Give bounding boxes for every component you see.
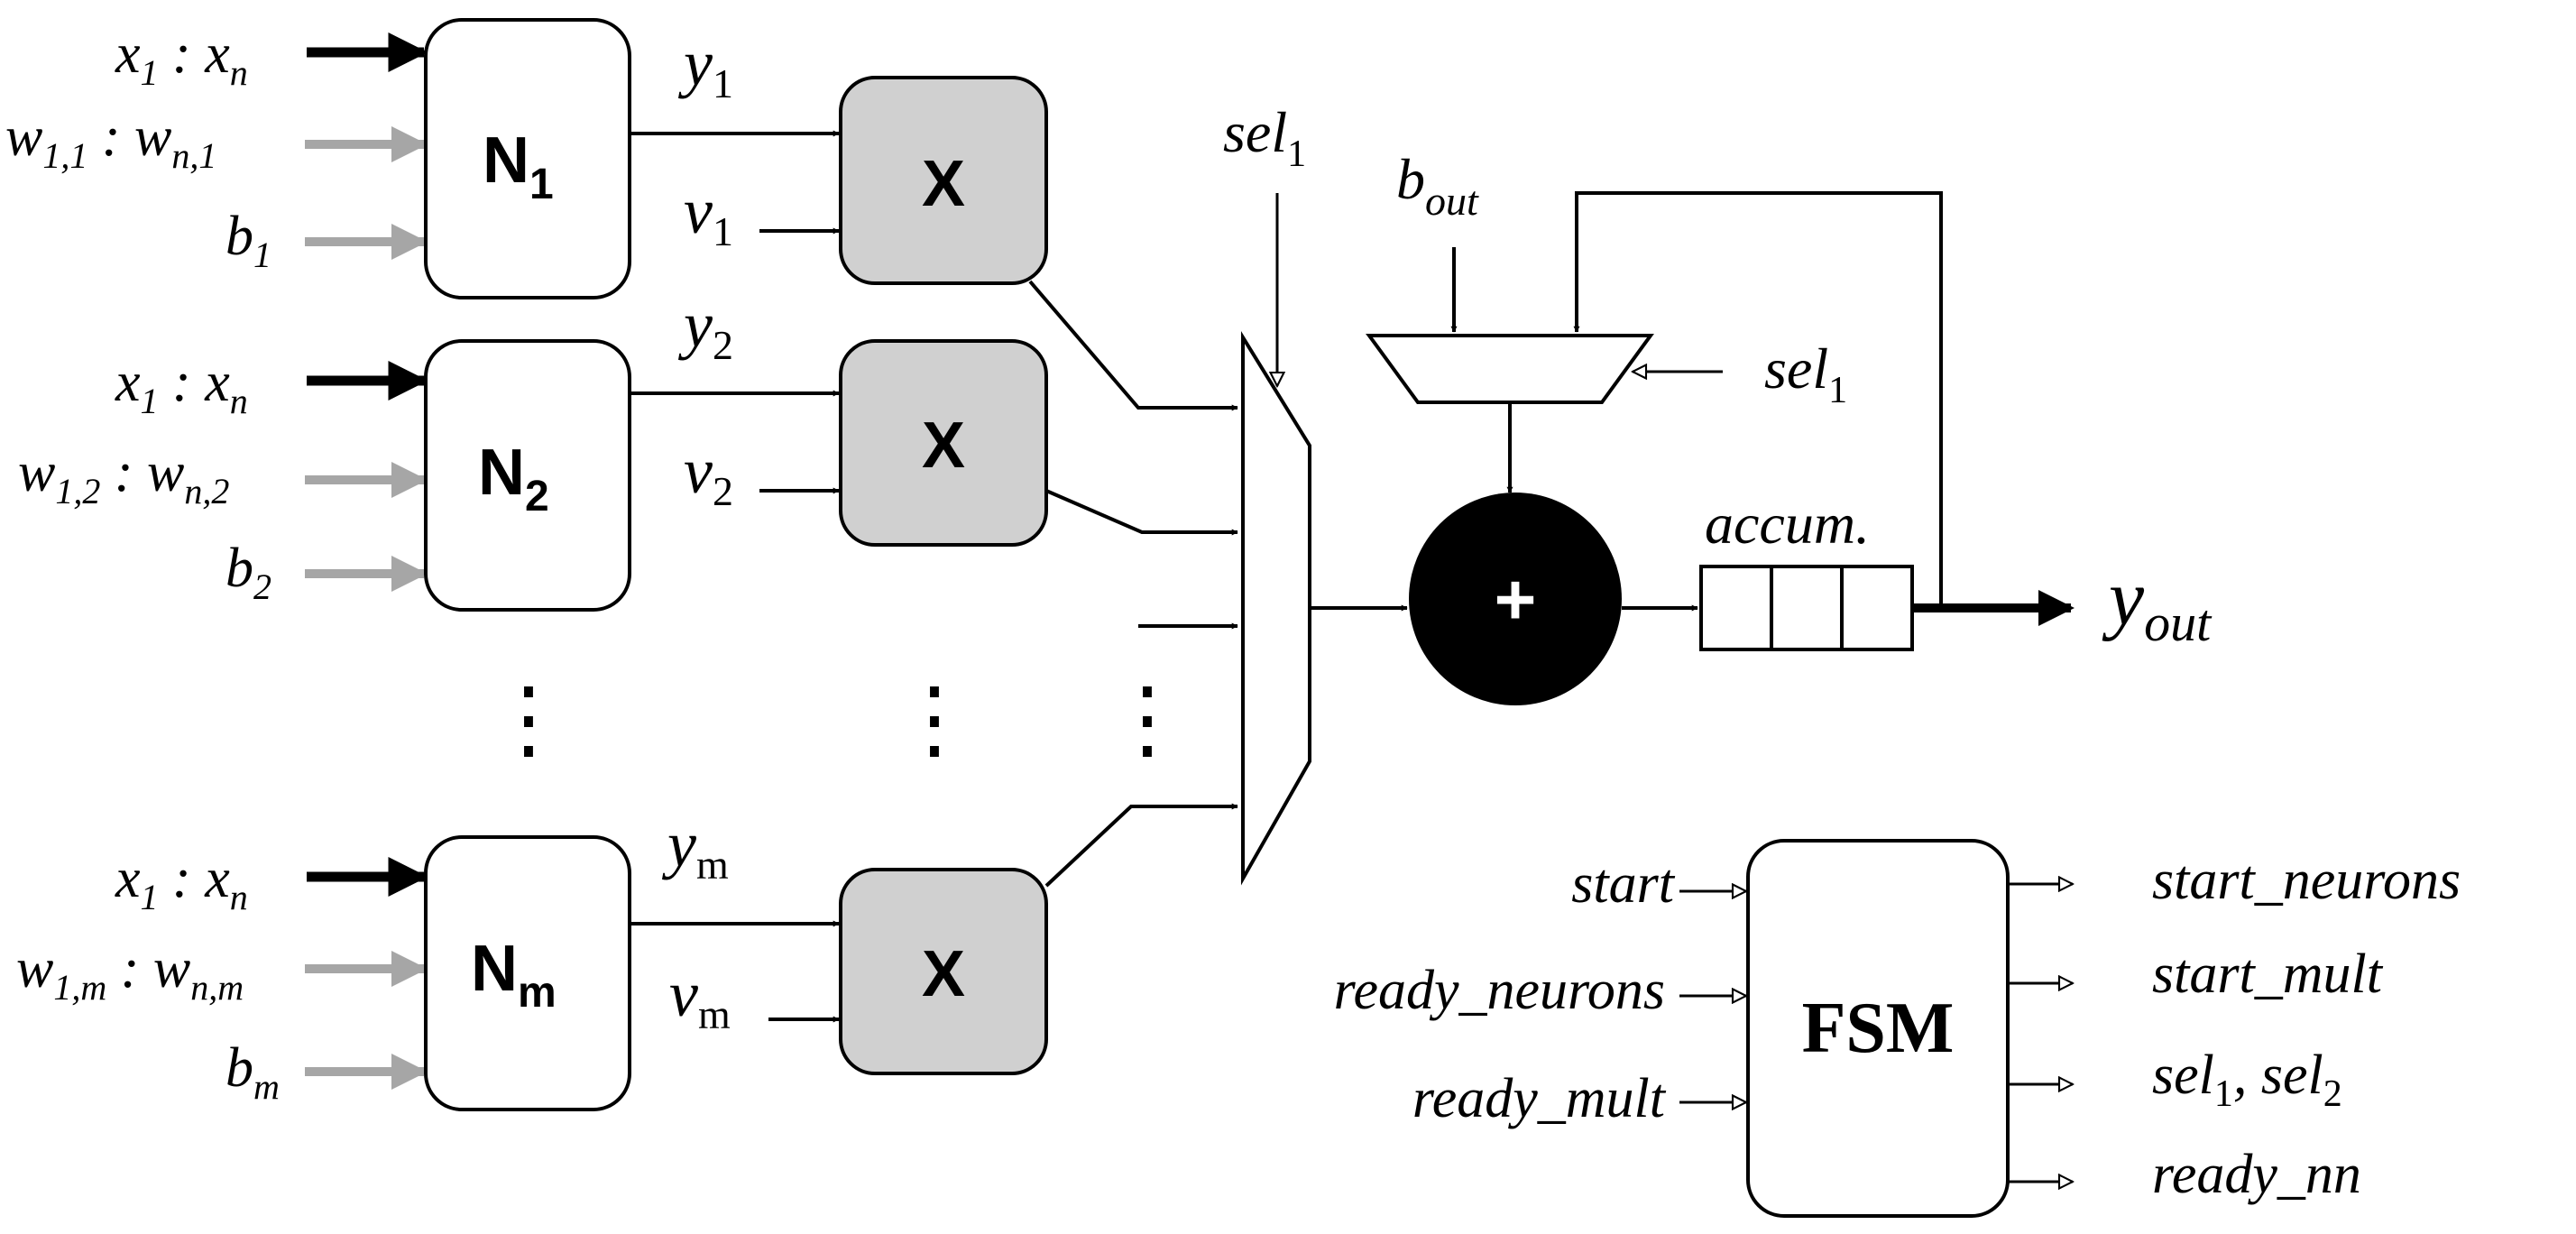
neuron-label-2: N2 [478,437,549,520]
multiplier-block-1 [839,76,1048,285]
y-output-label-1: y1 [677,27,733,106]
fsm-output-sel: sel1, sel2 [2152,1045,2342,1115]
adder-symbol: + [1495,559,1537,640]
multiplier-block-m [839,868,1048,1075]
multiplier-block-2 [839,339,1048,547]
v-input-label-2: v2 [684,435,733,514]
neuron-ellipsis: ⋮ [485,671,572,768]
w-input-label-m: w1,m : wn,m [16,938,244,1008]
fsm-output-start-mult: start_mult [2152,944,2384,1005]
neuron-label-1: N1 [483,124,554,208]
y-out-label: yout [2102,555,2213,652]
neuron-label-m: Nm [471,933,557,1017]
neuron-block-1 [424,18,631,299]
x-input-label-m: x1 : xn [115,848,248,917]
multiplier-label-1: X [922,148,965,220]
fsm-label: FSM [1802,989,1955,1068]
y-output-label-2: y2 [677,289,733,368]
b-input-label-2: b2 [225,538,271,607]
w-input-label-2: w1,2 : wn,2 [18,442,229,511]
fsm-controller: FSM start ready_neurons ready_mult start… [1334,839,2461,1218]
v-input-label-1: v1 [684,175,733,254]
w-input-label-1: w1,1 : wn,1 [5,106,216,176]
mult-to-mux-wire-1 [1028,280,1238,411]
b-out-label: bout [1396,147,1479,224]
feedback-wire [1573,191,1943,608]
neuron-block-m [424,835,631,1111]
mux-input-ellipsis: ⋮ [1104,671,1191,768]
adder-circle [1409,493,1622,705]
output-multiplexer: sel1 [1223,100,1408,886]
bias-multiplexer: bout sel1 [1366,147,1943,608]
neuron-row-1: x1 : xn w1,1 : wn,1 b1 N1 y1 v1 X [5,18,1238,411]
small-mux-body [1366,334,1654,404]
x-input-label-1: x1 : xn [115,23,248,93]
accumulator-label: accum. [1705,492,1870,556]
b-input-label-m: bm [225,1037,280,1107]
fsm-output-ready-nn: ready_nn [2152,1144,2361,1205]
fsm-input-ready-mult: ready_mult [1412,1068,1667,1129]
multiplier-ellipsis: ⋮ [891,671,978,768]
fsm-input-start: start [1571,853,1675,915]
mux-select-label: sel1 [1223,100,1306,175]
mult-to-mux-wire-2 [1045,489,1238,536]
multiplier-label-2: X [922,410,965,482]
x-input-label-2: x1 : xn [115,352,248,421]
small-mux-select-label: sel1 [1764,336,1847,411]
fsm-input-ready-neurons: ready_neurons [1334,960,1665,1021]
fsm-output-start-neurons: start_neurons [2152,850,2461,911]
adder: + [1409,493,1698,705]
neuron-row-m: x1 : xn w1,m : wn,m bm Nm ym vm X [16,803,1238,1111]
neuron-block-2 [424,339,631,612]
b-input-label-1: b1 [225,206,271,275]
y-output-label-m: ym [661,808,729,888]
mult-to-mux-wire-m [1044,803,1238,888]
accumulator-register [1699,565,1914,651]
fsm-block [1746,839,2010,1218]
multiplier-label-m: X [922,938,965,1010]
neuron-row-2: x1 : xn w1,2 : wn,2 b2 N2 y2 v2 X [18,289,1238,612]
v-input-label-m: vm [669,958,731,1037]
mux-body [1241,330,1311,886]
accumulator: accum. yout [1699,492,2213,652]
